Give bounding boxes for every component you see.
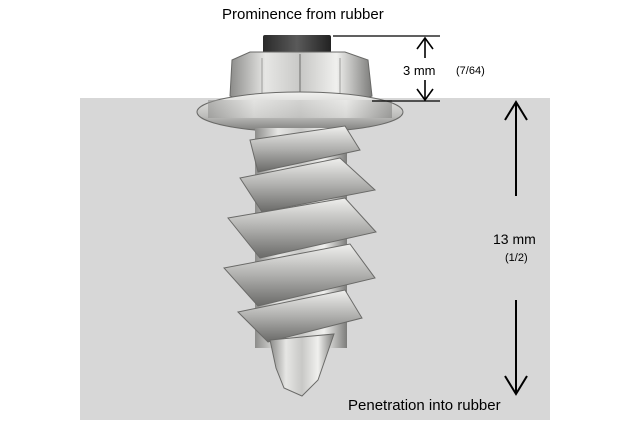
penetration-arrowhead-down [504, 375, 528, 396]
prominence-arrowhead-up [416, 36, 434, 50]
prominence-dimension [333, 35, 440, 102]
prominence-value-label: 3 mm [403, 63, 436, 78]
penetration-dimension [504, 100, 528, 396]
penetration-arrowhead-up [504, 100, 528, 121]
penetration-fraction-label: (1/2) [505, 252, 528, 264]
flange [196, 91, 404, 133]
screw-point [269, 333, 335, 397]
prominence-arrowhead-down [416, 88, 434, 102]
prominence-fraction-label: (7/64) [456, 65, 485, 77]
penetration-caption: Penetration into rubber [348, 397, 501, 414]
penetration-value-label: 13 mm [493, 231, 536, 247]
prominence-caption: Prominence from rubber [222, 6, 384, 23]
screw-threads [223, 125, 377, 343]
